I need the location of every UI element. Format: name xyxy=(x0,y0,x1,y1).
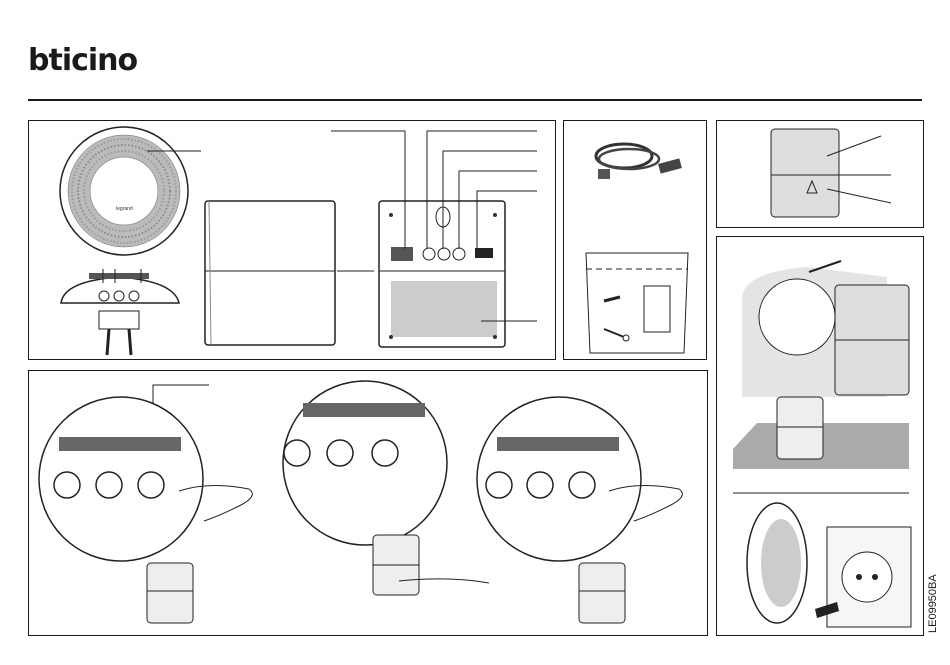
wall-mount-illustration xyxy=(742,261,909,397)
fixing-kit-bag-illustration xyxy=(586,253,688,353)
push-button-front-illustration xyxy=(205,201,335,345)
header-rule xyxy=(28,99,922,101)
chime-front-illustration: legrand xyxy=(60,127,188,255)
panel-pairing-steps xyxy=(28,370,708,636)
panel-button-detail xyxy=(716,120,924,228)
pairing-step-1 xyxy=(39,397,252,623)
push-button-rear-illustration xyxy=(379,201,505,347)
button-on-shelf-illustration xyxy=(733,397,909,469)
chime-side-illustration xyxy=(61,269,179,355)
panel-installation xyxy=(716,236,924,636)
pairing-step-3 xyxy=(477,397,682,623)
button-detail-illustration xyxy=(771,129,839,217)
chime-brand-label: legrand xyxy=(116,206,133,212)
pairing-step-2 xyxy=(283,381,489,595)
chime-into-socket-illustration xyxy=(747,503,911,627)
document-code: LE09950BA xyxy=(925,572,941,634)
panel-accessories xyxy=(563,120,707,360)
panel-product-parts: legrand xyxy=(28,120,556,360)
bticino-logo: bticino xyxy=(28,46,137,76)
usb-cable-illustration xyxy=(596,144,682,179)
